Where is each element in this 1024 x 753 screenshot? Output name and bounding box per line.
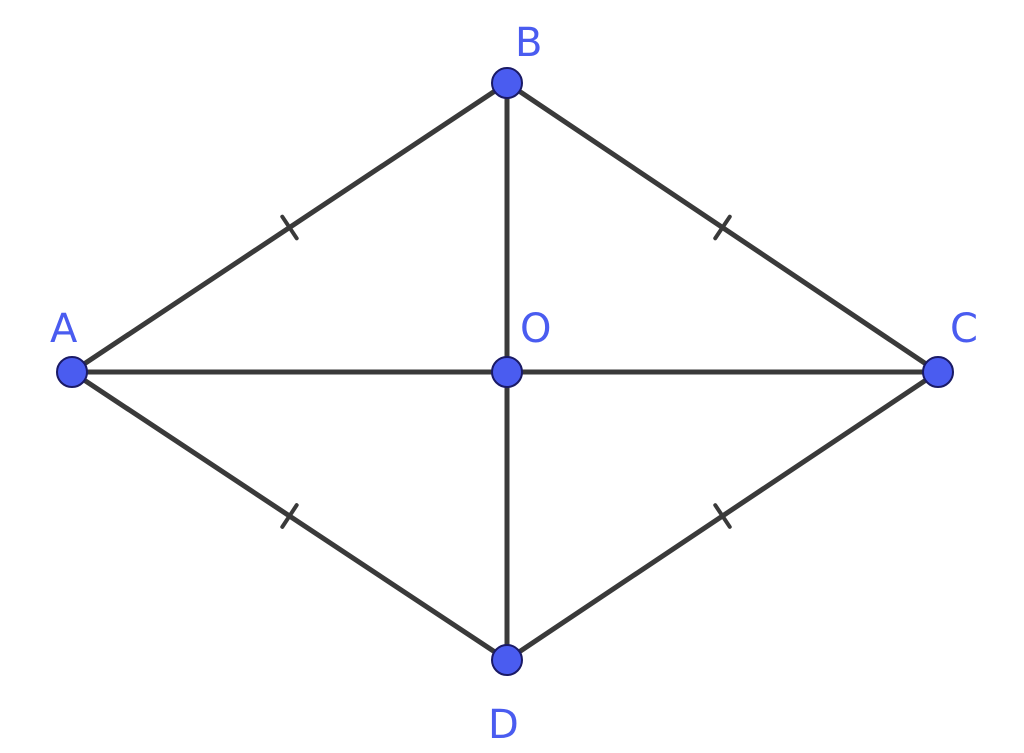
point-O — [491, 356, 523, 388]
point-D — [491, 644, 523, 676]
label-A: A — [50, 306, 78, 352]
tick-mark-DA — [280, 503, 299, 529]
label-D: D — [488, 702, 519, 748]
points-layer — [56, 67, 954, 676]
label-B: B — [515, 20, 542, 66]
label-O: O — [520, 306, 551, 352]
point-B — [491, 67, 523, 99]
label-C: C — [950, 306, 978, 352]
tick-mark-CD — [713, 503, 732, 529]
labels-layer: A B C D O — [50, 20, 978, 748]
point-A — [56, 356, 88, 388]
tick-mark-BC — [713, 214, 732, 241]
tick-mark-AB — [280, 214, 299, 241]
point-C — [922, 356, 954, 388]
tick-marks-layer — [280, 214, 732, 529]
